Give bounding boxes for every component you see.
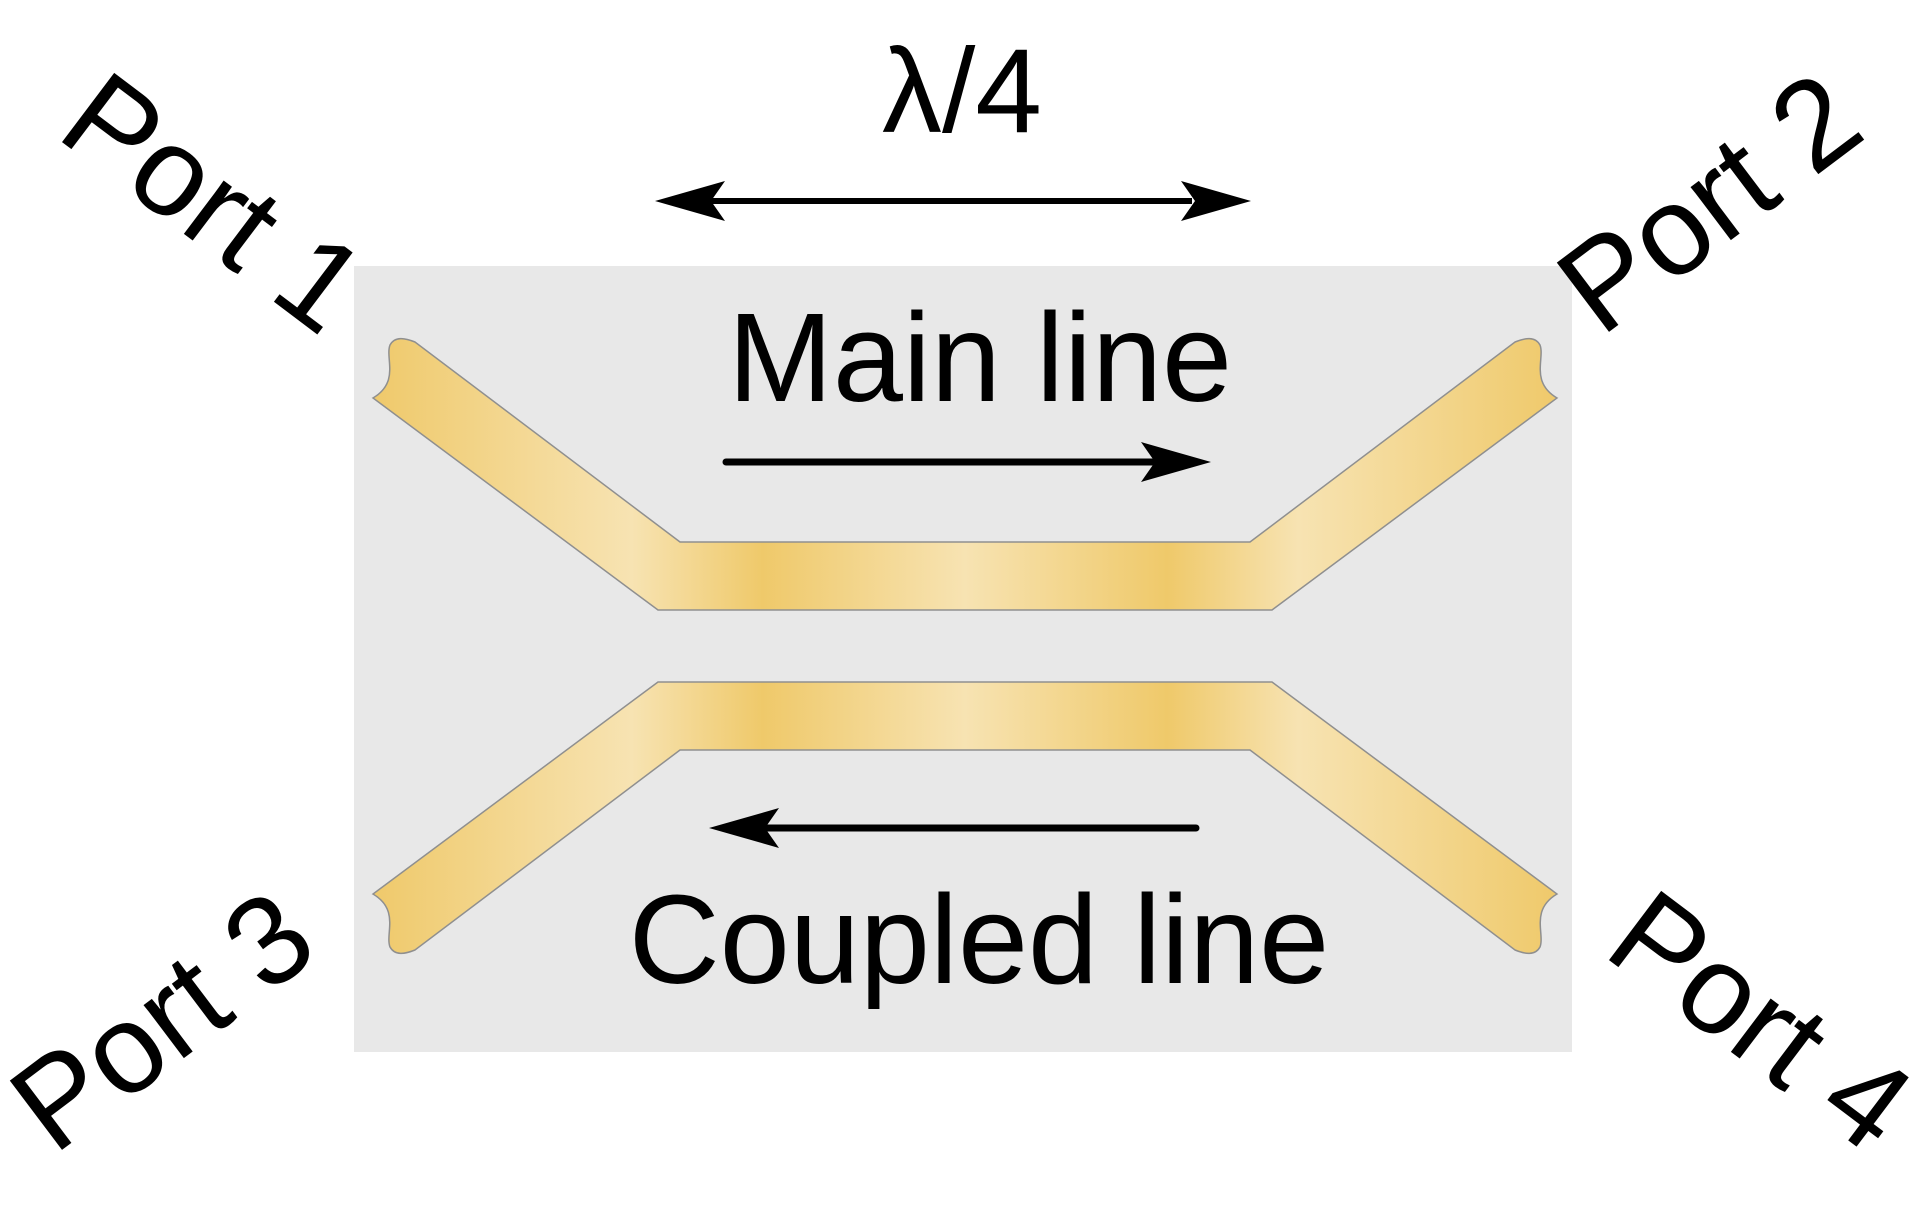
port-3-label: Port 3 <box>0 863 338 1178</box>
main-line-direction-arrow <box>722 442 1211 482</box>
main-line-conductor <box>371 337 1559 611</box>
coupled-line-label: Coupled line <box>629 869 1330 1010</box>
quarter-wave-arrow <box>655 181 1251 221</box>
main-line-label: Main line <box>728 287 1232 428</box>
coupled-line-conductor <box>371 681 1559 955</box>
port-4-label: Port 4 <box>1585 863 1920 1178</box>
substrate <box>354 266 1572 1052</box>
quarter-wave-label: λ/4 <box>882 24 1042 158</box>
port-2-label: Port 2 <box>1532 45 1885 360</box>
port-1-label: Port 1 <box>38 45 391 360</box>
coupled-line-direction-arrow <box>709 808 1200 848</box>
